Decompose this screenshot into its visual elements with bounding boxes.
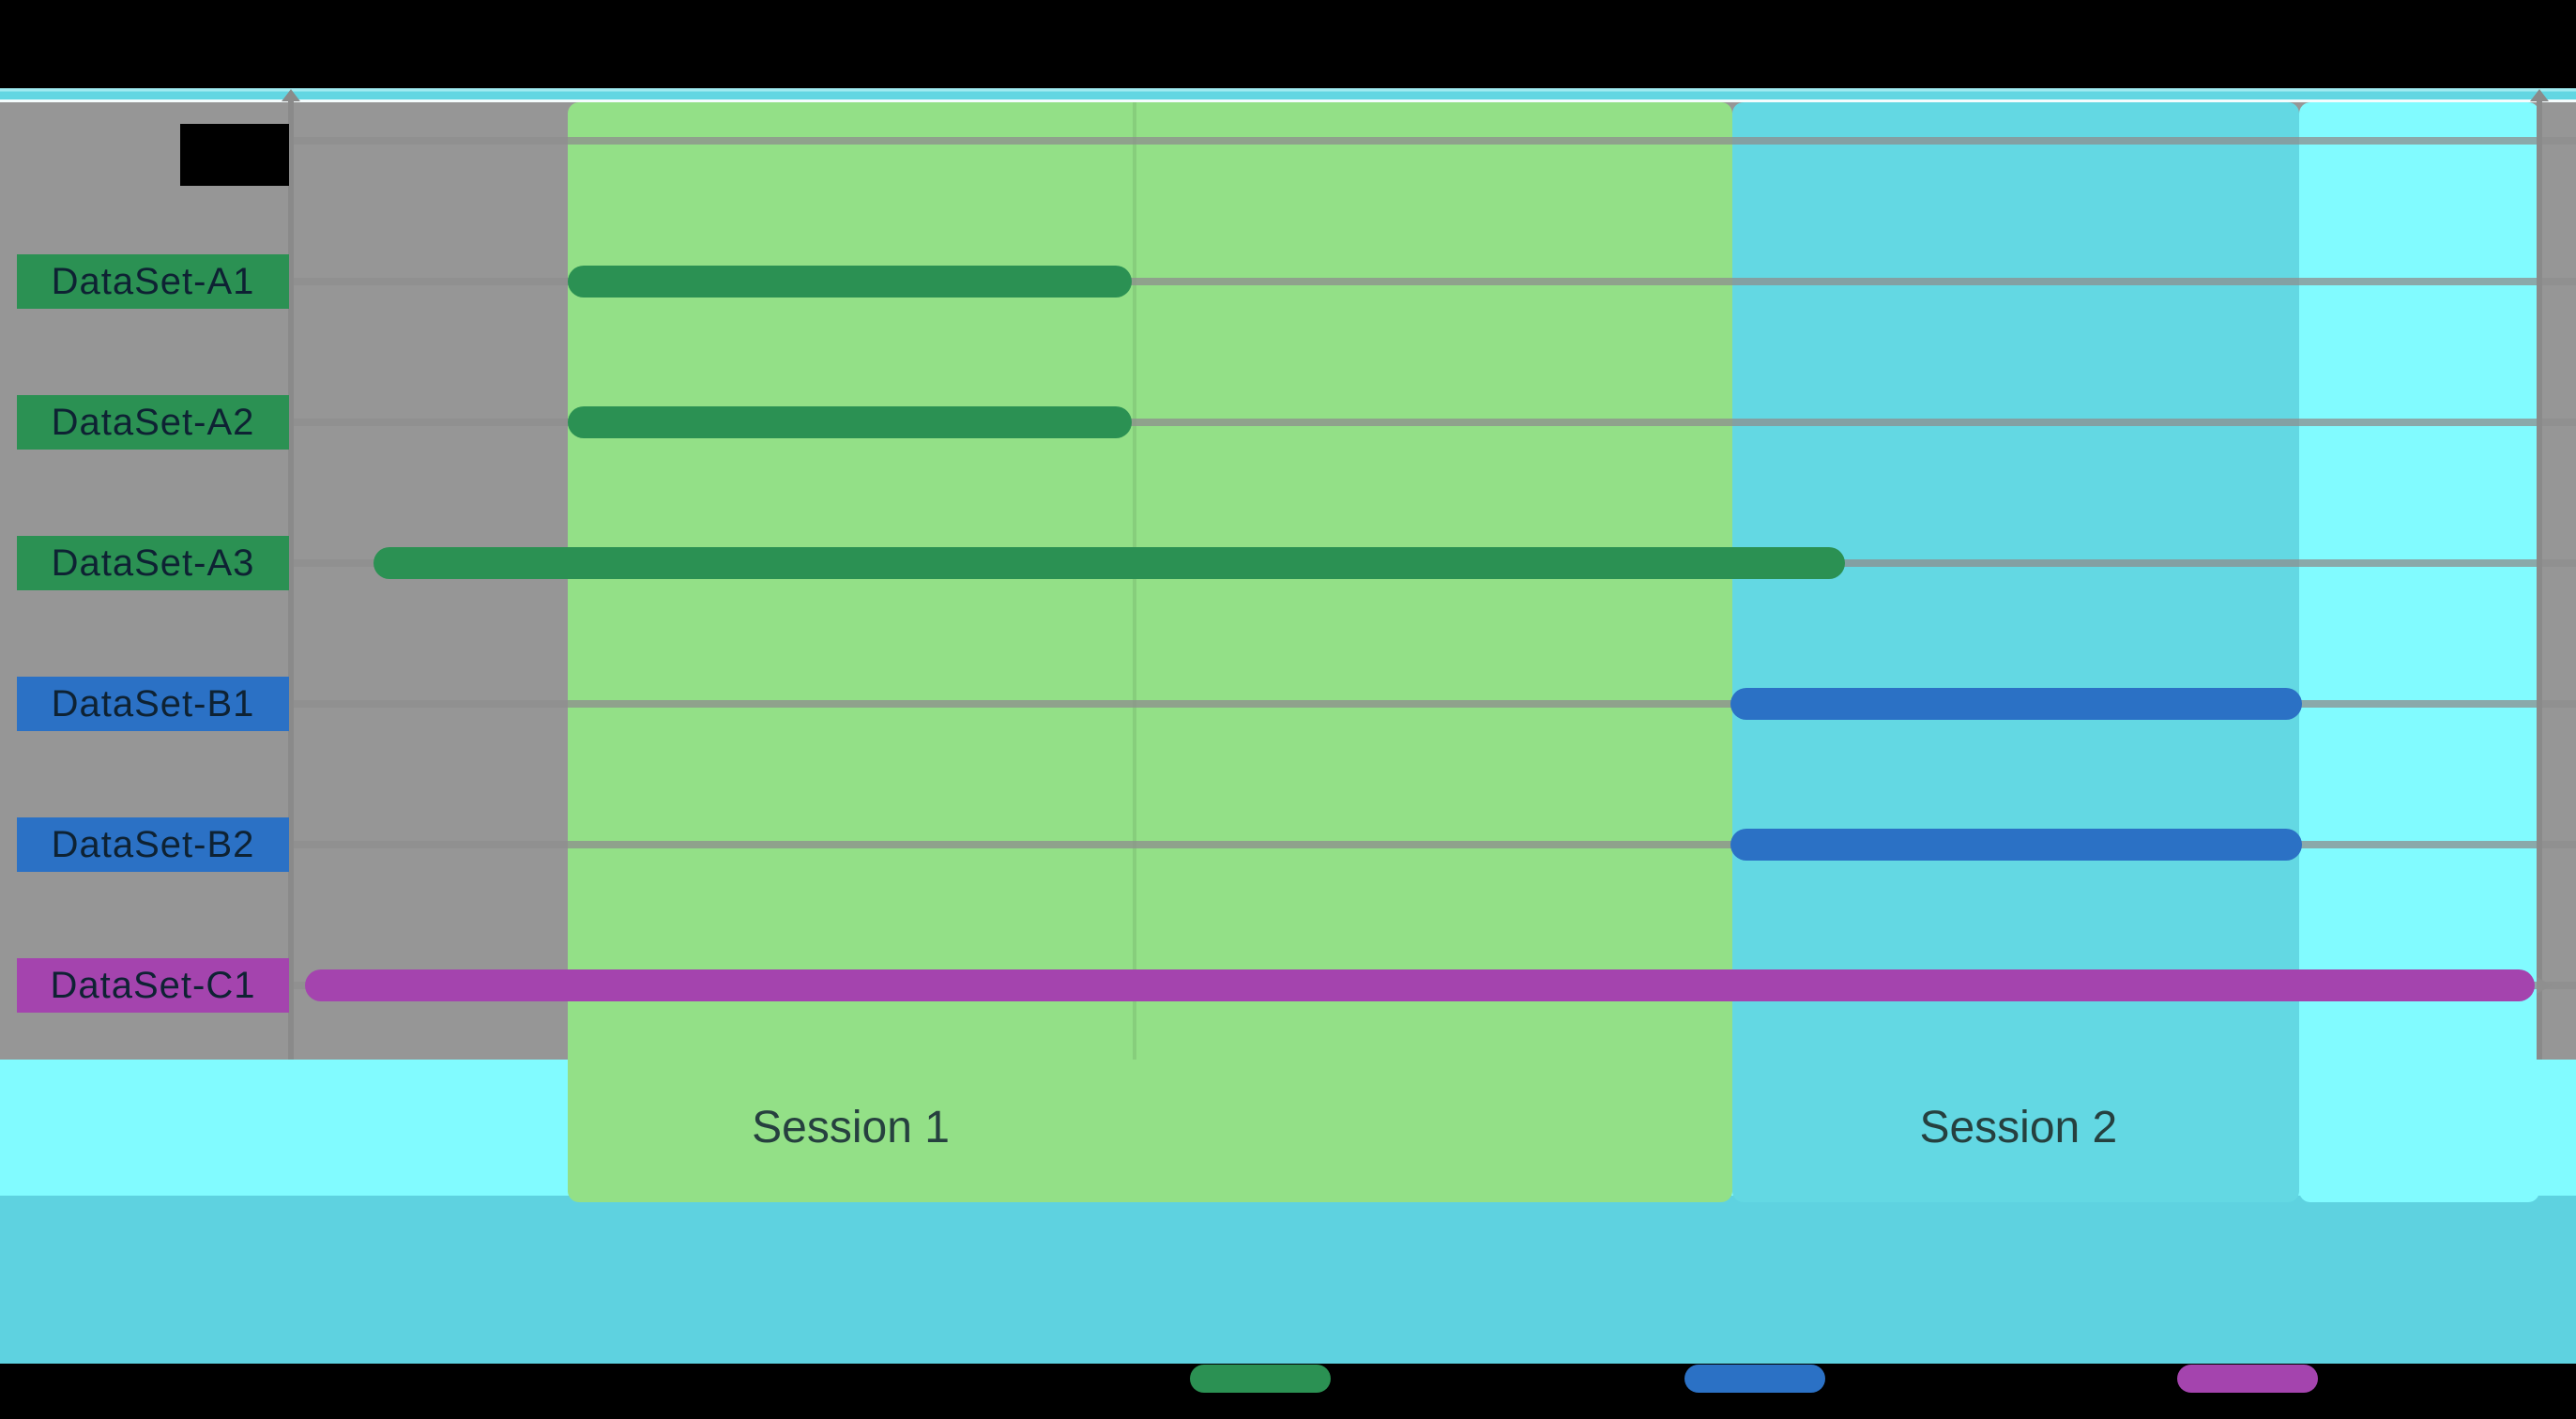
axis-guide-1 <box>288 100 294 1060</box>
session-band-3 <box>2299 102 2540 1202</box>
session-label-1: Session 1 <box>752 1103 950 1152</box>
session-label-2: Session 2 <box>1919 1103 2118 1152</box>
band-divider-1 <box>1132 102 1136 1060</box>
row-label-DataSet-A2: DataSet-A2 <box>17 395 289 450</box>
gridline-h-1 <box>291 137 2576 145</box>
row-label-DataSet-B1: DataSet-B1 <box>17 677 289 731</box>
row-label-DataSet-C1: DataSet-C1 <box>17 958 289 1013</box>
redaction-top-bar <box>0 0 2576 88</box>
task-bar-DataSet-A1 <box>567 266 1133 298</box>
gridline-h-3 <box>291 419 2576 426</box>
gridline-h-5 <box>291 700 2576 708</box>
axis-guide-arrow-1 <box>282 89 300 101</box>
session-band-2 <box>1732 102 2300 1202</box>
legend-swatch-blue <box>1684 1365 1825 1393</box>
task-bar-DataSet-A2 <box>567 406 1133 438</box>
legend-swatch-purple <box>2177 1365 2318 1393</box>
top-hairline <box>0 99 2576 102</box>
row-label-DataSet-A3: DataSet-A3 <box>17 536 289 590</box>
task-bar-DataSet-B1 <box>1730 688 2302 720</box>
task-bar-DataSet-A3 <box>373 547 1845 579</box>
task-bar-DataSet-B2 <box>1730 829 2302 861</box>
axis-guide-arrow-2 <box>2530 89 2550 101</box>
redaction-box-task <box>180 124 289 186</box>
top-cyan-strip <box>0 88 2576 99</box>
legend-swatch-green <box>1190 1365 1331 1393</box>
task-bar-DataSet-C1 <box>304 969 2536 1001</box>
axis-guide-2 <box>2537 100 2543 1060</box>
gridline-h-6 <box>291 841 2576 848</box>
row-label-DataSet-A1: DataSet-A1 <box>17 254 289 309</box>
gridline-h-2 <box>291 278 2576 285</box>
bar-end-arrow <box>2537 977 2553 994</box>
row-label-DataSet-B2: DataSet-B2 <box>17 817 289 872</box>
